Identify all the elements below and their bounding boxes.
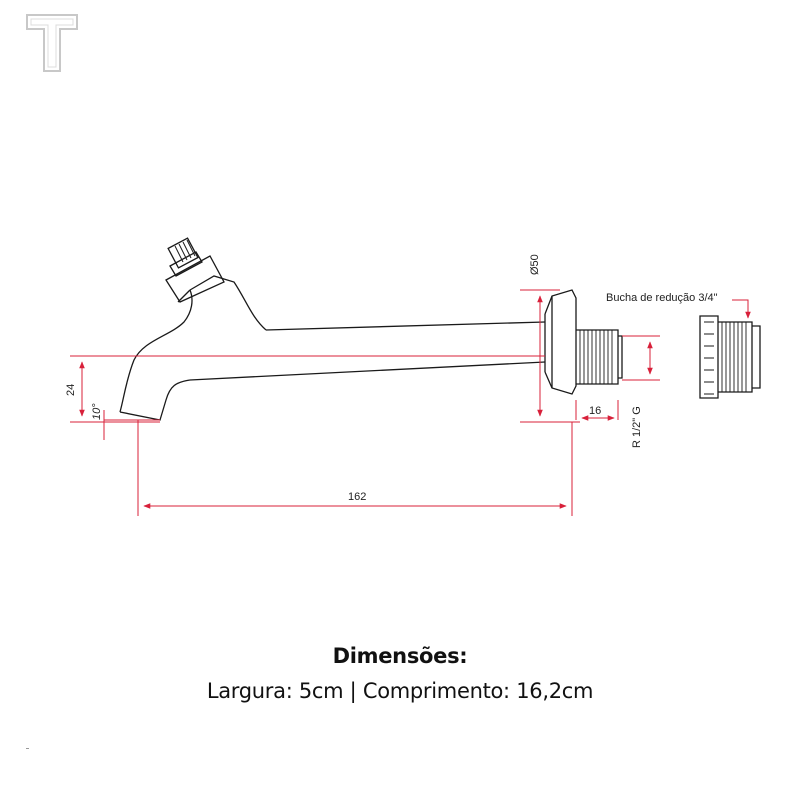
- t-logo-icon: [26, 14, 78, 72]
- caption-title: Dimensões:: [332, 644, 468, 668]
- outlet-height-label: 24: [65, 384, 77, 396]
- caption-dimensions: Largura: 5cm | Comprimento: 16,2cm: [206, 679, 594, 703]
- reducer-bushing: [699, 315, 761, 399]
- dimension-lines: [70, 289, 751, 516]
- thread-spec-label: R 1/2" G: [631, 406, 643, 448]
- outlet-angle-label: 10°: [91, 403, 103, 420]
- faucet-body: [119, 237, 623, 421]
- thread-length-label: 16: [589, 405, 601, 417]
- flange-diameter-label: Ø50: [529, 254, 541, 275]
- reducer-note-label: Bucha de redução 3/4": [606, 292, 718, 304]
- corner-mark: [26, 748, 29, 749]
- total-length-label: 162: [348, 491, 366, 503]
